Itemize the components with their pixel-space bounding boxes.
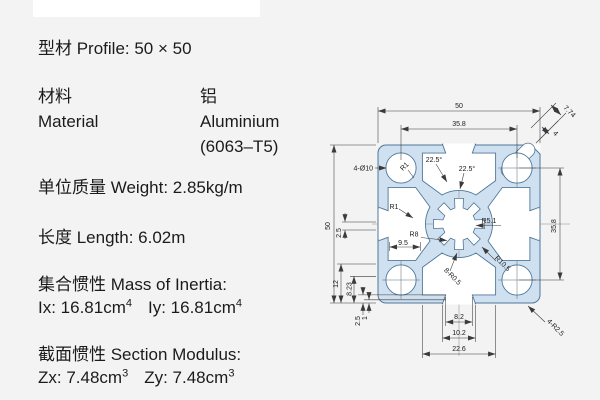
profile-title: 型材 Profile: 50 × 50 [38, 39, 192, 58]
dim-depth-12: 12 [333, 280, 340, 288]
material-value-col: 铝 Aluminium (6063–T5) [200, 84, 279, 159]
t-slot-void [421, 252, 497, 305]
inertia-iy-exp: 4 [235, 297, 242, 310]
profile-section [372, 142, 570, 356]
dim-mouth-outer: 10.2 [452, 330, 466, 337]
modulus-title: 截面惯性 Section Modulus: [38, 345, 242, 364]
modulus-zx-exp: 3 [122, 367, 129, 380]
material-label-en: Material [38, 112, 99, 131]
inertia-iy: Iy: 16.81cm [148, 298, 236, 317]
dim-diag-length: 7.74 [562, 105, 577, 120]
modulus-zx: Zx: 7.48cm [38, 368, 123, 387]
dim-corner-holes: 4-Ø10 [354, 166, 374, 173]
modulus-zy-exp: 3 [228, 367, 235, 380]
modulus-zy: Zy: 7.48cm [144, 368, 229, 387]
material-value-note: (6063–T5) [200, 137, 279, 156]
inertia-ix-exp: 4 [125, 297, 132, 310]
length-line: 长度 Length: 6.02m [38, 228, 186, 247]
inertia-title: 集合惯性 Mass of Inertia: [38, 275, 227, 294]
dim-mouth-inner: 8.2 [454, 314, 464, 321]
dim-cavity-width: 22.6 [452, 346, 466, 353]
dim-hole-span-top: 35.8 [452, 121, 466, 128]
material-label-zh: 材料 [38, 87, 72, 106]
dim-diag-width: 4 [551, 130, 559, 138]
dim-823: 8.23 [347, 282, 354, 296]
inertia-ix: Ix: 16.81cm [38, 298, 126, 317]
dim-angle-2: 22.5° [459, 165, 476, 173]
dim-lip-bottom: 2.5 [355, 316, 362, 326]
dim-chamfer-1: 1 [362, 316, 369, 320]
dim-bore-radius: R5.1 [482, 218, 497, 225]
dim-fillet-r1-top: R1 [399, 161, 410, 172]
dim-width-top: 50 [455, 103, 463, 110]
dim-gear-radius: R8 [410, 232, 419, 239]
dim-height-left: 50 [325, 222, 332, 230]
dimension-lines [330, 102, 567, 358]
dim-angle-1: 22.5° [426, 156, 443, 164]
dim-fillet-r1-mid: R1 [390, 204, 399, 211]
material-label-col: 材料 Material [38, 84, 98, 134]
dim-corner-radius: 4-R2.5 [545, 318, 565, 338]
dim-slot-offset: 9.5 [398, 240, 408, 247]
header-strip [33, 0, 260, 17]
dim-lip-left: 2.5 [336, 228, 343, 238]
weight-line: 单位质量 Weight: 2.85kg/m [38, 178, 243, 197]
central-gear-bore [433, 198, 485, 250]
dim-hole-span-right: 35.8 [551, 219, 558, 233]
material-value-en: Aluminium [200, 112, 280, 131]
material-value-zh: 铝 [200, 87, 217, 106]
